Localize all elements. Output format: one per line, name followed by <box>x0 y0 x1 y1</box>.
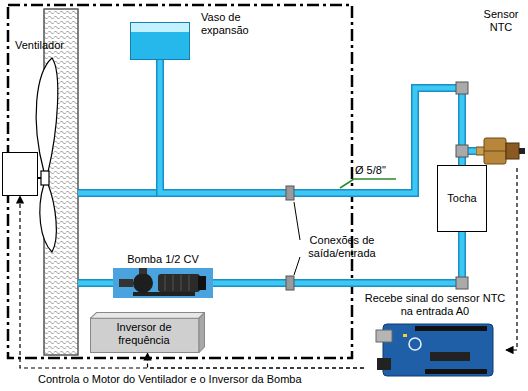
motor-cap <box>198 276 206 290</box>
header-top <box>415 326 487 331</box>
pipe-wall <box>213 232 462 283</box>
chip <box>430 352 470 361</box>
node-text: Tocha <box>447 192 476 205</box>
signal-line <box>148 353 365 368</box>
sensor-hex-edge <box>484 151 506 152</box>
usb-port <box>376 330 392 342</box>
pump-inlet <box>119 279 133 287</box>
leader-line <box>294 202 300 240</box>
pipe-connection <box>286 276 294 290</box>
power-jack <box>377 358 391 370</box>
node-text: Bomba 1/2 CV <box>113 253 213 266</box>
dimension-leader <box>340 179 354 188</box>
label-holder: Controla o Motor do Ventilador e o Inver… <box>38 373 302 386</box>
motor-rib <box>165 275 166 291</box>
fan-hub <box>41 171 49 185</box>
pump-outlet <box>139 268 147 274</box>
sensor-cap <box>506 143 519 159</box>
annotation-label: Controla o Motor do Ventilador e o Inver… <box>38 373 302 386</box>
pump-head <box>133 273 153 293</box>
dimension-underline <box>354 178 396 180</box>
node-text: Sensor NTC <box>476 8 526 34</box>
pipe-water <box>213 232 462 283</box>
frequency-inverter: Inversor de frequência <box>90 312 205 353</box>
led <box>403 334 407 337</box>
pipe <box>78 279 115 287</box>
node-text: Inversor de frequência <box>104 312 184 347</box>
signal-path <box>148 353 365 368</box>
pipe-elbow <box>456 277 468 289</box>
coolant-pipe <box>160 60 462 193</box>
leader-line <box>294 257 300 275</box>
motor-rib <box>181 275 182 291</box>
node-text: Ventilador <box>15 39 49 52</box>
signal-line <box>20 196 364 368</box>
pump-picture <box>113 268 213 298</box>
pipe-water <box>160 60 462 193</box>
header-bottom <box>425 369 487 374</box>
label-holder: Conexões de saída/entrada <box>302 234 382 260</box>
pipe <box>78 191 160 196</box>
arduino-board: Recebe sinal do sensor NTC na entrada A0 <box>364 292 506 378</box>
fan-blade <box>36 58 58 172</box>
signal-path <box>20 196 364 368</box>
pump: Bomba 1/2 CV <box>113 253 213 298</box>
torch-box: Tocha <box>437 165 487 232</box>
ntc-sensor: Sensor NTC <box>476 8 526 168</box>
sensor-hex <box>484 138 506 164</box>
pump-ground <box>113 268 213 298</box>
signal-path <box>506 168 517 350</box>
annotation-label: Conexões de saída/entrada <box>302 234 382 260</box>
inverter-front <box>91 318 200 352</box>
ntc-sensor-picture <box>476 134 526 168</box>
node-text: Vaso de expansão <box>201 11 263 37</box>
node-text: Recebe sinal do sensor NTC na entrada A0 <box>364 292 506 318</box>
motor-rib <box>173 275 174 291</box>
pipe-elbow <box>456 82 468 94</box>
label-holder: Ø 5/8" <box>355 164 386 177</box>
annotation-label: Ø 5/8" <box>355 164 386 177</box>
inverter-side <box>199 313 205 353</box>
pipe <box>78 281 115 286</box>
enclosure-outline <box>8 5 352 358</box>
sensor-wire <box>519 148 525 154</box>
fan-motor-box: Ventilador <box>2 152 38 196</box>
expansion-vessel: Vaso de expansão <box>130 22 190 60</box>
pipe-tee <box>456 145 468 157</box>
pump-motor <box>158 274 200 292</box>
signal-line <box>506 168 517 350</box>
logo <box>409 338 421 350</box>
pipe-wall <box>160 60 462 193</box>
pipe <box>78 189 160 197</box>
coolant-pipe <box>213 232 462 283</box>
arduino-picture <box>375 322 495 378</box>
pipe-connection <box>286 186 294 200</box>
fan-blade <box>40 184 57 252</box>
board <box>383 324 493 376</box>
motor-rib <box>189 275 190 291</box>
inverter-top <box>91 313 205 319</box>
